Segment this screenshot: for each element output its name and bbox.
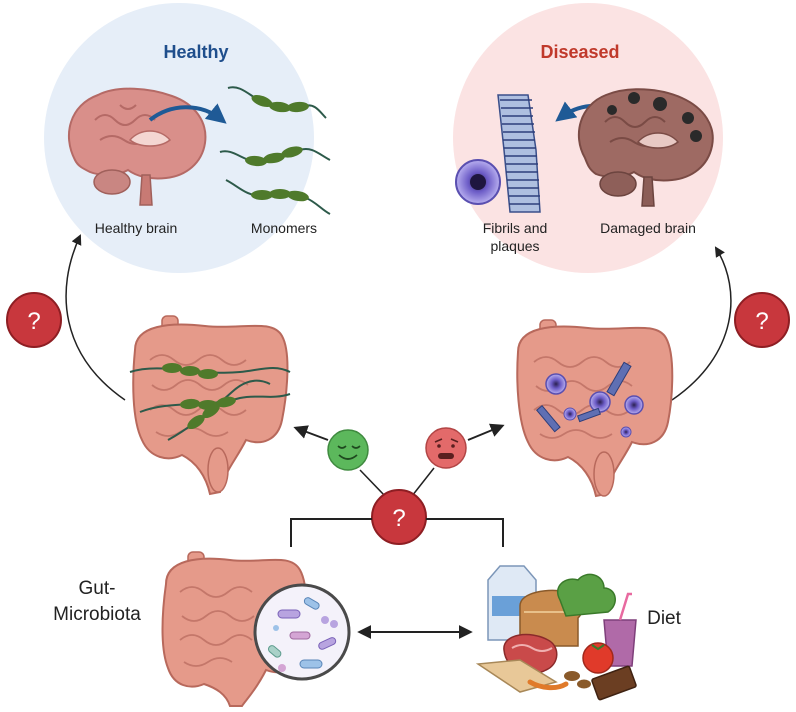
question-mark-icon: ? xyxy=(392,505,405,532)
plaque-icon xyxy=(455,159,501,205)
damaged-brain-label: Damaged brain xyxy=(600,220,696,236)
diseased-gut-icon xyxy=(516,319,674,498)
monomer-chain-icon xyxy=(225,179,331,215)
transition-arrow xyxy=(148,103,227,124)
to-healthy-gut-arrow xyxy=(293,425,329,441)
healthy-gut-icon xyxy=(129,315,291,496)
diet-label: Diet xyxy=(647,608,682,629)
monomers-label: Monomers xyxy=(251,220,317,236)
gut-label-line2: Microbiota xyxy=(53,604,141,625)
diseased-title: Diseased xyxy=(540,42,619,62)
gut-label-line1: Gut- xyxy=(79,578,116,599)
worried-face-icon xyxy=(425,427,467,469)
fibril-icon xyxy=(497,94,541,213)
diet-food-icon xyxy=(475,565,637,701)
fibrils-label-line2: plaques xyxy=(490,238,539,254)
bracket-connector xyxy=(290,518,504,547)
damaged-brain-icon xyxy=(577,88,714,207)
monomer-chain-icon xyxy=(227,86,327,119)
question-badge-right: ? xyxy=(734,292,790,348)
connector-line xyxy=(359,469,386,497)
gut-to-damaged-brain-arrow xyxy=(671,246,732,401)
healthy-title: Healthy xyxy=(163,42,228,62)
fibrils-label-line1: Fibrils and xyxy=(483,220,548,236)
question-badge-center: ? xyxy=(371,489,427,545)
healthy-panel: Healthy Healthy bra xyxy=(44,3,331,273)
microbiota-magnifier-icon xyxy=(253,583,351,681)
diseased-panel: Diseased Fibrils and plaques Damaged bra… xyxy=(453,3,723,273)
smiley-face-icon xyxy=(327,429,369,471)
question-mark-icon: ? xyxy=(755,308,768,335)
healthy-brain-label: Healthy brain xyxy=(95,220,178,236)
connector-line xyxy=(411,467,435,497)
question-badge-left: ? xyxy=(6,292,62,348)
question-mark-icon: ? xyxy=(27,308,40,335)
monomer-chain-icon xyxy=(219,146,331,167)
to-diseased-gut-arrow xyxy=(467,423,505,441)
gut-to-healthy-brain-arrow xyxy=(65,234,126,401)
